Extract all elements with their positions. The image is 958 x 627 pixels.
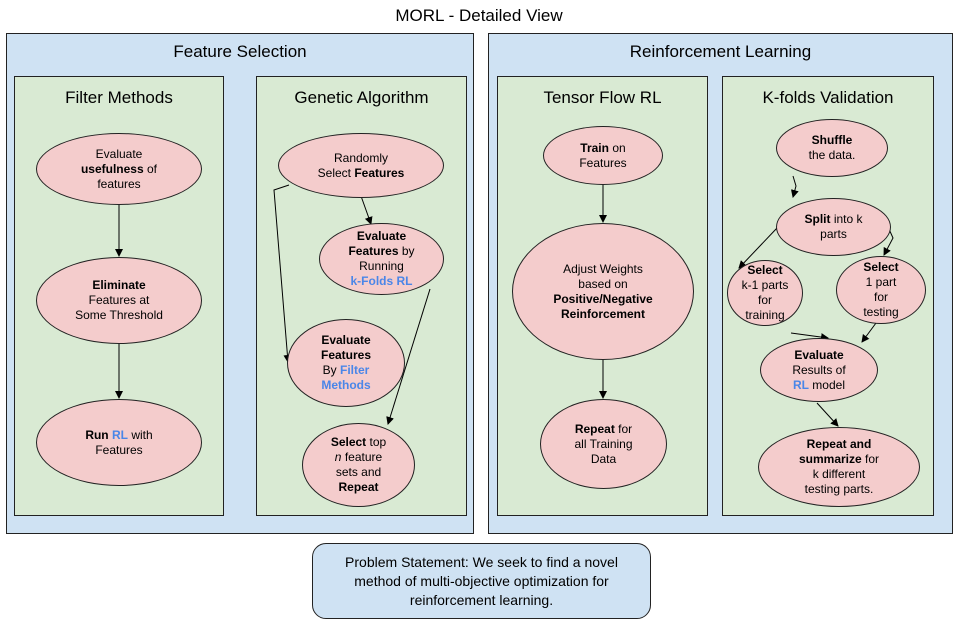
tensor-flow-rl-title: Tensor Flow RL <box>543 88 662 107</box>
reinforcement-learning-title: Reinforcement Learning <box>629 42 812 61</box>
problem-statement-box: Problem Statement: We seek to find a nov… <box>312 543 651 619</box>
diagram-title: MORL - Detailed View <box>395 6 563 25</box>
problem-statement-text: Problem Statement: We seek to find a nov… <box>345 553 618 608</box>
feature-selection-title: Feature Selection <box>173 42 307 61</box>
kfolds-validation-title: K-folds Validation <box>762 88 894 107</box>
filter-methods-title: Filter Methods <box>65 88 173 107</box>
genetic-algorithm-title: Genetic Algorithm <box>294 88 429 107</box>
